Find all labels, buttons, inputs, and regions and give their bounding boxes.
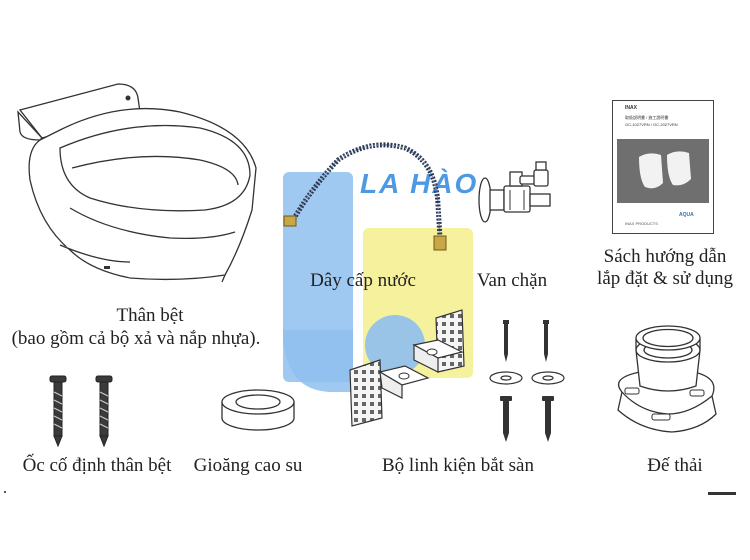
dot-mark — [4, 491, 6, 493]
manual-booklet: INAX 取扱説明書 / 施工説明書 GC-1027VRN / GC-2027V… — [612, 100, 714, 234]
watermark-text: LA HÀO — [360, 168, 479, 199]
manual-models: GC-1027VRN / GC-2027VRN — [625, 122, 678, 127]
label-toilet-body-note: (bao gồm cả bộ xả và nắp nhựa). — [11, 328, 261, 349]
label-body-screws: Ốc cố định thân bệt — [22, 455, 172, 476]
manual-footer: INAX PRODUCTS — [625, 221, 658, 226]
label-toilet-body: Thân bệt — [116, 305, 184, 326]
label-manual-1: Sách hướng dẫn — [603, 246, 727, 267]
label-drain-base: Đế thải — [647, 455, 703, 476]
label-manual-2: lắp đặt & sử dụng — [597, 268, 733, 289]
label-rubber-gasket: Gioăng cao su — [193, 455, 303, 476]
manual-brand: INAX — [625, 105, 637, 111]
manual-logo: AQUA — [679, 212, 694, 218]
manual-cover-photo — [617, 139, 709, 203]
manual-title: 取扱説明書 / 施工説明書 — [625, 115, 669, 120]
label-water-hose: Dây cấp nước — [310, 270, 416, 291]
label-floor-kit: Bộ linh kiện bắt sàn — [382, 455, 534, 476]
divider-mark — [708, 492, 736, 495]
label-stop-valve: Van chặn — [476, 270, 548, 291]
